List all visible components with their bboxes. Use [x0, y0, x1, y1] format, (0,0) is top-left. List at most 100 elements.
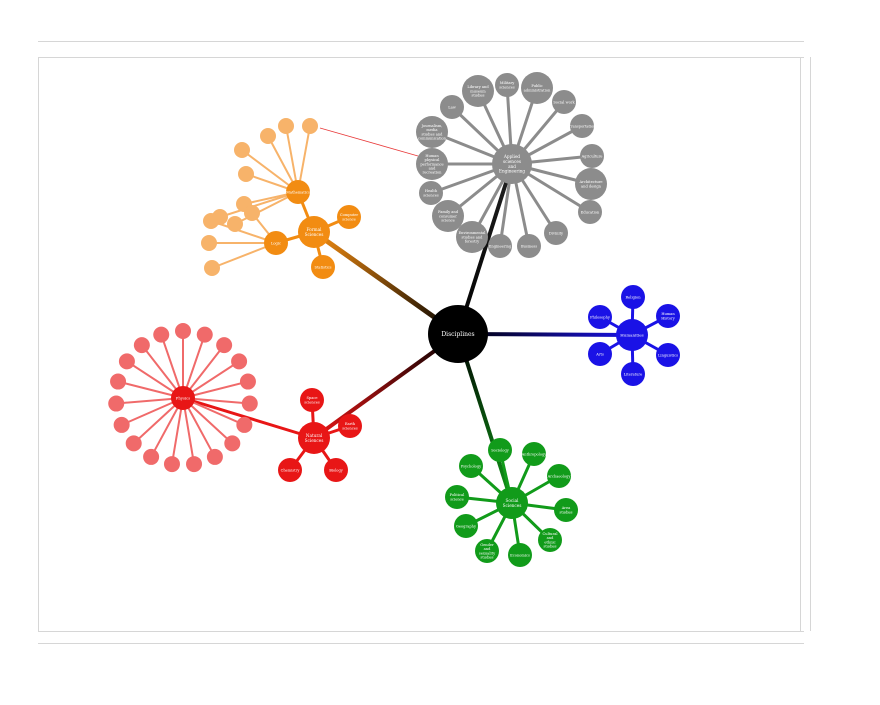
social-leaf-geography: [454, 514, 478, 538]
hub-natural-sciences-label: Sciences: [305, 438, 324, 443]
social-leaf-economics-label: Economics: [510, 553, 530, 557]
applied-leaf-human-physical-performance-and-recreation: [416, 148, 448, 180]
humanities-leaf-linguistics: [656, 343, 680, 367]
applied-leaf-transportation-label: Transportation: [568, 124, 596, 128]
hub-social-sciences-label: Sciences: [503, 503, 522, 508]
applied-leaf-law-label: Law: [448, 105, 457, 109]
formal-child-mathematics-label: Mathematics: [286, 190, 310, 194]
social-leaf-cultural-and-ethnic-studies-label: studies: [543, 545, 556, 549]
applied-leaf-journalism-media-studies-and-communication-label: communication: [418, 137, 447, 141]
humanities-leaf-human-history: [656, 304, 680, 328]
formal-child-logic: [264, 231, 288, 255]
social-leaf-cultural-and-ethnic-studies: [538, 528, 562, 552]
applied-leaf-environmental-studies-and-forestry-label: studies and: [462, 235, 484, 239]
natural-child-physics-label: Physics: [176, 395, 190, 400]
applied-leaf-journalism-media-studies-and-communication-label: studies and: [422, 132, 444, 136]
physics-leaf-6: [236, 416, 253, 433]
logic-leaf-0: [203, 213, 219, 229]
social-leaf-gender-and-sexuality-studies-label: and: [484, 547, 491, 551]
frame-right-line-outer: [810, 57, 811, 631]
applied-leaf-architecture-and-design-label: Architecture: [579, 180, 603, 184]
applied-leaf-library-and-museum-studies-label: museum: [470, 89, 486, 93]
applied-leaf-business-label: Business: [521, 244, 537, 248]
physics-leaf-2: [216, 337, 233, 354]
hub-applied-sciences-label: and: [508, 164, 516, 169]
applied-leaf-military-sciences: [495, 73, 519, 97]
math-leaf-5: [260, 128, 276, 144]
social-leaf-gender-and-sexuality-studies-label: sexuality: [479, 551, 496, 555]
social-leaf-geography-label: Geography: [456, 524, 477, 528]
social-leaf-psychology-label: Psychology: [461, 464, 482, 468]
applied-leaf-education: [578, 200, 602, 224]
applied-leaf-divinity-label: Divinity: [549, 231, 564, 235]
humanities-leaf-philosophy: [588, 305, 612, 329]
applied-leaf-human-physical-performance-and-recreation-label: physical: [425, 158, 441, 162]
applied-leaf-military-sciences-label: sciences: [499, 85, 515, 89]
formal-child-mathematics: [286, 180, 310, 204]
applied-leaf-human-physical-performance-and-recreation-label: Human: [425, 154, 439, 158]
humanities-leaf-human-history-label: Human: [661, 312, 675, 316]
humanities-leaf-religion: [621, 285, 645, 309]
applied-leaf-education-label: Education: [581, 210, 600, 214]
social-leaf-sociology-label: Sociology: [491, 448, 510, 452]
formal-child-statistics-label: Statistics: [315, 265, 332, 269]
applied-leaf-family-and-consumer-science-label: science: [441, 218, 455, 222]
natural-child-physics: [171, 386, 195, 410]
social-leaf-cultural-and-ethnic-studies-label: and: [547, 536, 554, 540]
natural-child-earth-sciences: [338, 414, 362, 438]
applied-leaf-health-sciences-label: Health: [425, 189, 438, 193]
physics-leaf-3: [231, 353, 248, 370]
social-leaf-psychology: [459, 454, 483, 478]
natural-child-biology: [324, 458, 348, 482]
formal-child-computer-science-label: Computer: [340, 213, 359, 217]
formal-child-computer-science: [337, 205, 361, 229]
applied-leaf-architecture-and-design: [575, 168, 607, 200]
humanities-leaf-arts-label: Arts: [595, 352, 604, 356]
physics-leaf-11: [143, 448, 160, 465]
applied-leaf-library-and-museum-studies-label: Library and: [467, 85, 489, 89]
formal-child-logic-label: Logic: [271, 241, 281, 245]
applied-leaf-business: [517, 234, 541, 258]
applied-leaf-public-administration-label: Public: [531, 84, 542, 88]
physics-leaf-0: [175, 323, 191, 339]
physics-leaf-16: [118, 353, 135, 370]
hub-applied-sciences-label: Engineering: [499, 169, 525, 174]
applied-leaf-military-sciences-label: Military: [500, 81, 515, 85]
annotation-layer: [319, 127, 419, 157]
social-leaf-area-studies-label: studies: [559, 510, 572, 514]
hub-natural-sciences-label: Natural: [306, 433, 323, 438]
social-leaf-gender-and-sexuality-studies: [475, 539, 499, 563]
hub-humanities-label: Humanities: [620, 332, 643, 337]
natural-child-space-sciences-label: Space: [306, 396, 317, 400]
social-leaf-gender-and-sexuality-studies-label: Gender: [480, 543, 494, 547]
social-leaf-cultural-and-ethnic-studies-label: Cultural: [543, 532, 559, 536]
applied-leaf-journalism-media-studies-and-communication-label: media: [426, 128, 438, 132]
applied-leaf-environmental-studies-and-forestry: [456, 221, 488, 253]
applied-leaf-divinity: [544, 221, 568, 245]
physics-leaf-10: [163, 456, 180, 473]
frame-right-line-inner: [800, 57, 801, 631]
applied-leaf-family-and-consumer-science-label: Family and: [438, 210, 459, 214]
hub-social-sciences-label: Social: [506, 498, 520, 503]
math-leaf-1: [238, 166, 254, 182]
math-leaf-6: [278, 118, 294, 134]
natural-child-space-sciences: [300, 388, 324, 412]
natural-child-space-sciences-label: sciences: [304, 400, 320, 404]
social-leaf-political-science-label: Political: [450, 493, 465, 497]
branch-social: [456, 332, 514, 505]
hub-formal-sciences-label: Sciences: [305, 232, 324, 237]
branch-applied: [456, 162, 514, 336]
humanities-leaf-linguistics-label: Linguistics: [658, 353, 678, 357]
physics-leaf-9: [186, 456, 203, 473]
applied-leaf-library-and-museum-studies-label: studies: [471, 93, 484, 97]
physics-leaf-4: [239, 373, 256, 390]
physics-leaf-12: [125, 435, 142, 452]
frame-bottom-line-outer: [38, 643, 804, 644]
natural-child-chemistry: [278, 458, 302, 482]
frame-left-line: [38, 57, 39, 631]
natural-child-earth-sciences-label: sciences: [342, 426, 358, 430]
physics-leaf-1: [196, 326, 213, 343]
hub-formal-sciences: [298, 216, 330, 248]
applied-leaf-family-and-consumer-science-label: consumer: [439, 214, 457, 218]
